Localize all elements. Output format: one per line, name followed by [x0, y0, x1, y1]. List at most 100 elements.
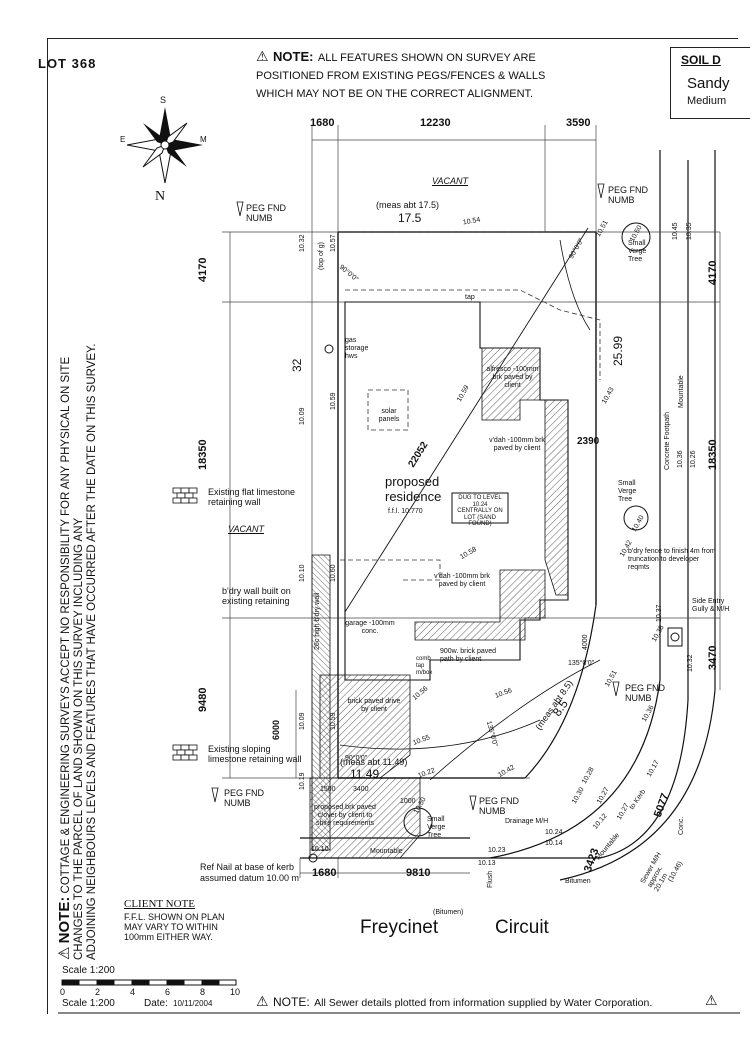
dim-1000: 1000: [400, 798, 416, 805]
level-10.10b: 10.10: [311, 846, 329, 853]
bitumen-label: Bitumen: [565, 878, 591, 885]
level-10.59: 10.59: [330, 392, 337, 410]
compass-n: N: [155, 189, 166, 204]
level-10.10: 10.10: [299, 564, 306, 582]
level-10.09b: 10.09: [299, 712, 306, 730]
level-10.24: 10.24: [545, 829, 563, 836]
angle-5: 90°0'0": [345, 755, 368, 762]
level-10.09: 10.09: [299, 407, 306, 425]
garage-label: garage -100mm conc.: [345, 620, 395, 635]
verge-tree-1: Small Verge Tree: [628, 240, 647, 263]
street-name-2: Circuit: [495, 917, 549, 938]
conc-label: Conc.: [678, 816, 685, 835]
verge-trees: [403, 222, 651, 837]
dim-top-1680: 1680: [310, 117, 335, 129]
client-note-text: F.F.L. SHOWN ON PLAN MAY VARY TO WITHIN …: [124, 912, 225, 942]
dim-right-4170: 4170: [707, 260, 719, 285]
meas-top: (meas abt 17.5): [376, 200, 440, 210]
level-10.57: 10.57: [330, 234, 337, 252]
compass-rose-icon: [126, 107, 203, 184]
vdah1-label: v'dah -100mm brk paved by client: [489, 437, 545, 452]
mountable-label: Mountable: [678, 375, 685, 408]
compass-w: M: [200, 135, 207, 144]
level-10.60: 10.60: [330, 564, 337, 582]
scale-bar: [61, 979, 237, 986]
crossover-label: proposed brk paved c/over by client to s…: [314, 804, 376, 827]
ref-nail-label: Ref Nail at base of kerb: [200, 862, 295, 872]
dim-left-9480: 9480: [197, 687, 209, 712]
bottom-note-title: NOTE:: [273, 995, 310, 1009]
dim-left-6000: 6000: [271, 719, 281, 740]
dug-box: [451, 492, 509, 524]
level-10.36: 10.36: [677, 450, 684, 468]
level-10.14: 10.14: [545, 840, 563, 847]
meas-bottom-val: 11.49: [350, 767, 380, 781]
building-outline: [340, 289, 601, 581]
level-10.37: 10.37: [656, 604, 663, 622]
scale-tick-6: 6: [165, 987, 171, 997]
level-10.23: 10.23: [488, 847, 506, 854]
soil-box: SOIL D Sandy Medium: [670, 47, 750, 119]
datum-label: assumed datum 10.00 m: [200, 873, 300, 883]
level-10.35: 10.35: [686, 222, 693, 240]
level-10.45: 10.45: [672, 222, 679, 240]
tap-label: tap: [465, 294, 475, 301]
meas-top-val: 17.5: [398, 211, 422, 225]
soil-grade: Medium: [687, 95, 727, 107]
ffl-label: f.f.l. 10.770: [388, 508, 423, 515]
meas-right-len: 25.99: [611, 335, 626, 367]
bottom-note: ⚠ NOTE: All Sewer details plotted from i…: [256, 993, 652, 1011]
comb-label: comb tap m/box: [416, 656, 433, 676]
lot-label: LOT 368: [38, 56, 97, 71]
level-10.26: 10.26: [690, 450, 697, 468]
limestone-2-label: Existing sloping limestone retaining wal…: [208, 744, 302, 764]
bdry-fence-label: b'dry fence to finish 4m from truncation…: [628, 548, 716, 571]
scale-tick-0: 0: [60, 987, 66, 997]
footer-date: 10/11/2004: [173, 999, 213, 1008]
vacant-left: VACANT: [228, 524, 265, 534]
compass-s: S: [160, 95, 167, 105]
street-sub-label: (Bitumen): [433, 909, 464, 916]
scale-tick-10: 10: [230, 987, 241, 997]
dim-right-18350: 18350: [707, 439, 719, 470]
level-10.32b: 10.32: [687, 654, 694, 672]
client-note-title: CLIENT NOTE: [124, 898, 195, 910]
limestone-1-label: Existing flat limestone retaining wall: [208, 487, 296, 507]
footer-date-label: Date:: [144, 998, 168, 1009]
dim-1500: 1500: [320, 786, 336, 793]
residence-label: proposed residence: [385, 474, 442, 504]
dim-2390: 2390: [577, 436, 600, 447]
dim-left-4170: 4170: [197, 257, 209, 282]
gas-label: gas storage hws: [345, 337, 369, 360]
top-of-label: (top of g): [318, 241, 325, 270]
drainage-label: Drainage M/H: [505, 818, 549, 825]
scale-tick-4: 4: [130, 987, 136, 997]
mountable-label-3: Mountable: [370, 848, 403, 855]
dug-label: DUG TO LEVEL 10.24 CENTRALLY ON LOT (SAN…: [457, 495, 503, 527]
diagonal-line: [344, 227, 589, 613]
scale-label: Scale 1:200: [62, 965, 115, 976]
street-name-1: Freycinet: [360, 917, 439, 938]
level-10.19: 10.19: [299, 772, 306, 790]
paved-areas: [309, 347, 569, 859]
top-note-title: NOTE:: [273, 49, 314, 64]
level-10.59c: 10.59: [330, 712, 337, 730]
vdah2-label: v'dah -100mm brk paved by client: [434, 573, 490, 588]
bottom-note-text: All Sewer details plotted from informati…: [314, 997, 653, 1009]
dim-right-3470: 3470: [707, 645, 719, 670]
bottom-warning-icon: ⚠: [256, 993, 269, 1009]
flush-label: Flush: [487, 870, 494, 888]
soil-type: Sandy: [687, 75, 730, 92]
dim-bottom-1680: 1680: [312, 867, 337, 879]
client-note: CLIENT NOTE F.F.L. SHOWN ON PLAN MAY VAR…: [124, 898, 274, 942]
solar-label: solar panels: [378, 408, 400, 423]
dim-bottom-9810: 9810: [406, 867, 431, 879]
meas-bottom: (meas abt 11.49): [340, 757, 408, 767]
verge-tree-2: Small Verge Tree: [618, 480, 637, 503]
